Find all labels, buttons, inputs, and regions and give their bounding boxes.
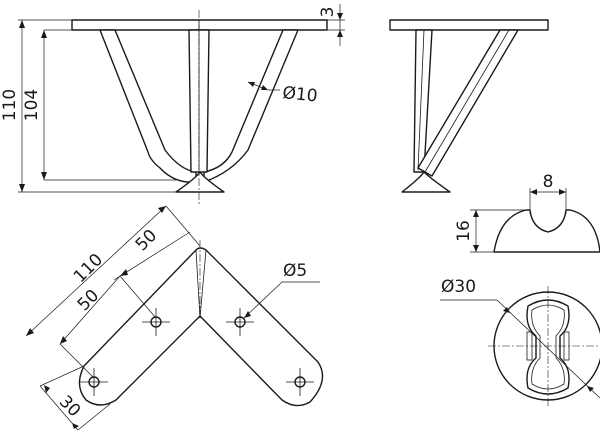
foot-diameter-label: Ø30 [441, 277, 476, 297]
side-mounting-plate [389, 19, 549, 31]
foot-profile-body [493, 209, 600, 253]
mounting-hole-1 [80, 368, 108, 396]
mounting-hole-4 [286, 368, 314, 396]
side-foot [401, 171, 451, 193]
leg-height-label: 104 [22, 89, 42, 121]
slot-width-label: 8 [543, 172, 554, 192]
foot-top-detail: Ø30 [440, 277, 600, 406]
front-right-rod [203, 29, 299, 183]
plate-thickness-label: 3 [318, 7, 338, 18]
arm-offset-upper-label: 50 [132, 226, 161, 255]
arm-width-label: 30 [55, 392, 84, 421]
rod-diameter-label: Ø10 [281, 83, 318, 107]
front-left-rod [99, 29, 197, 183]
foot-profile-detail: 8 16 [454, 172, 600, 253]
side-view [389, 19, 549, 193]
mounting-hole-3 [226, 308, 254, 336]
mounting-hole-2 [142, 308, 170, 336]
plate-top-view: 110 50 50 30 Ø5 [25, 205, 324, 431]
hole-diameter-label: Ø5 [283, 261, 307, 281]
front-mounting-plate [71, 19, 328, 31]
side-diagonal-rod [417, 29, 519, 177]
front-foot [175, 171, 225, 193]
foot-height-label: 16 [454, 220, 474, 242]
arm-offset-lower-label: 50 [74, 286, 103, 315]
total-height-label: 110 [0, 89, 20, 121]
l-plate-outline [78, 247, 324, 407]
plate-length-label: 110 [70, 250, 107, 287]
front-view: 3 110 104 Ø10 [0, 4, 345, 205]
